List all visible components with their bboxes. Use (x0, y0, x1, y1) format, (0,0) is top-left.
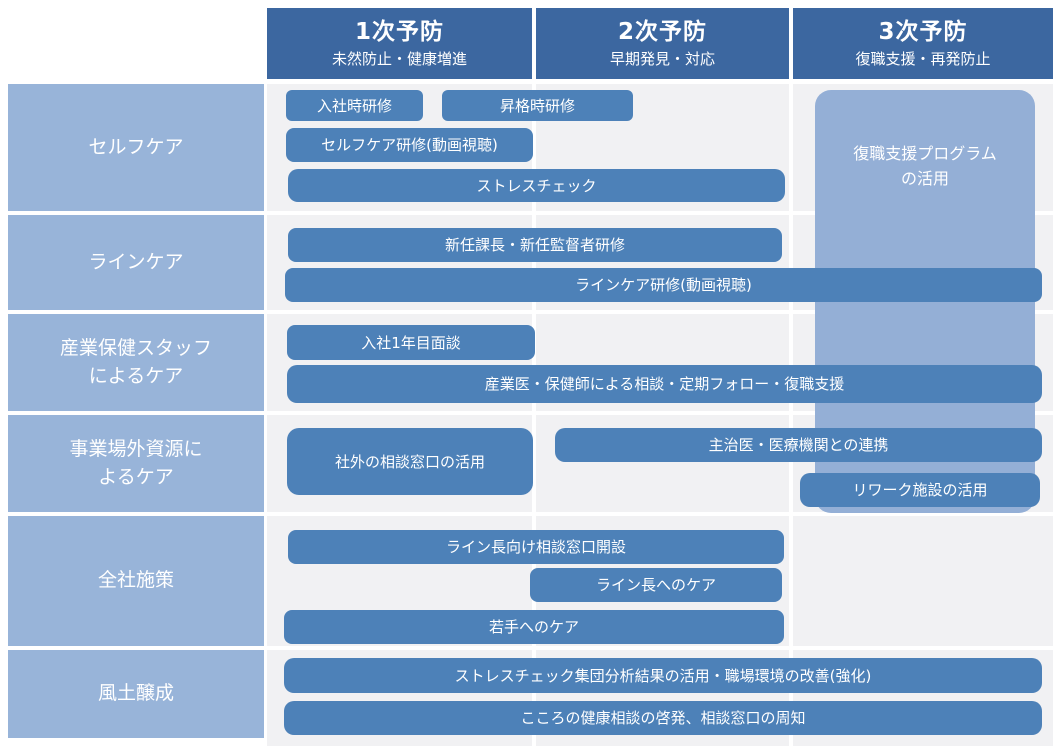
item-medical-institution-coordination: 主治医・医療機関との連携 (555, 428, 1042, 462)
row-label-culture-building: 風土醸成 (8, 650, 264, 738)
item-young-employee-care: 若手へのケア (284, 610, 784, 644)
header-primary-title: 1次予防 (354, 19, 444, 46)
item-rework-facility-use: リワーク施設の活用 (800, 473, 1040, 507)
header-secondary-prevention: 2次予防 早期発見・対応 (536, 8, 789, 79)
header-tertiary-subtitle: 復職支援・再発防止 (855, 49, 991, 68)
header-secondary-title: 2次予防 (617, 19, 707, 46)
item-stress-check-group-analysis: ストレスチェック集団分析結果の活用・職場環境の改善(強化) (284, 658, 1042, 693)
row-label-external-resource-care: 事業場外資源に よるケア (8, 415, 264, 512)
item-line-manager-consultation-desk: ライン長向け相談窓口開設 (288, 530, 784, 564)
item-external-consultation-desk: 社外の相談窓口の活用 (287, 428, 533, 495)
row-label-occupational-health-staff-care: 産業保健スタッフ によるケア (8, 314, 264, 411)
header-secondary-subtitle: 早期発見・対応 (609, 49, 715, 68)
row-label-line-care: ラインケア (8, 215, 264, 310)
grid-cell-r5-c3 (793, 516, 1053, 646)
row-label-self-care: セルフケア (8, 84, 264, 211)
item-line-care-training-video: ラインケア研修(動画視聴) (285, 268, 1042, 302)
item-promotion-training: 昇格時研修 (442, 90, 633, 121)
header-tertiary-title: 3次予防 (878, 19, 968, 46)
item-mental-health-awareness: こころの健康相談の啓発、相談窓口の周知 (284, 701, 1042, 735)
item-occupational-staff-support: 産業医・保健師による相談・定期フォロー・復職支援 (287, 365, 1042, 403)
row-label-company-wide-measures: 全社施策 (8, 516, 264, 646)
item-line-manager-care: ライン長へのケア (530, 568, 782, 602)
item-first-year-interview: 入社1年目面談 (287, 325, 535, 360)
header-tertiary-prevention: 3次予防 復職支援・再発防止 (793, 8, 1053, 79)
item-new-manager-training: 新任課長・新任監督者研修 (288, 228, 782, 262)
item-new-hire-training: 入社時研修 (286, 90, 423, 121)
item-stress-check: ストレスチェック (288, 169, 785, 202)
header-primary-subtitle: 未然防止・健康増進 (331, 49, 467, 68)
item-selfcare-training-video: セルフケア研修(動画視聴) (286, 128, 533, 162)
header-primary-prevention: 1次予防 未然防止・健康増進 (267, 8, 532, 79)
